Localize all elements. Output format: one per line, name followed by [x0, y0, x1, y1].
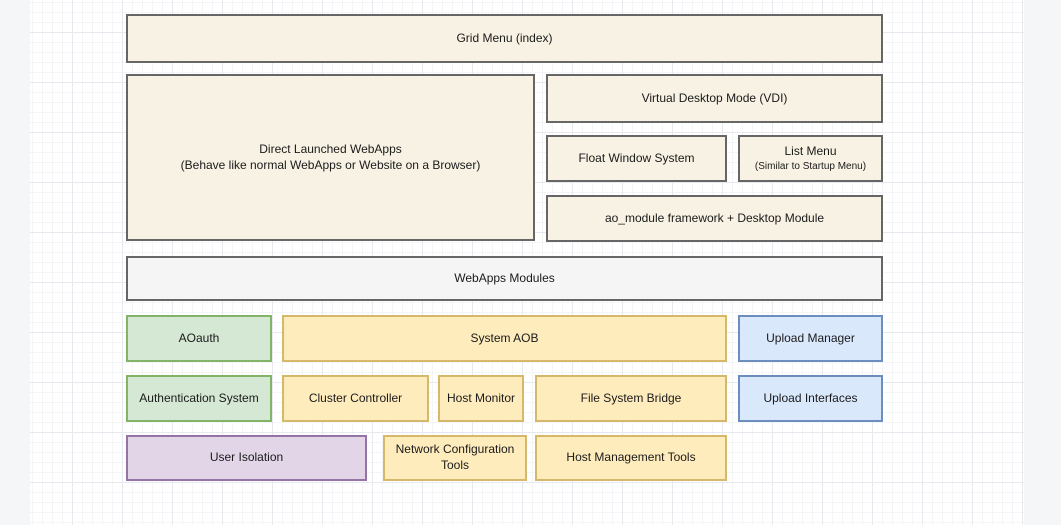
node-upload-interfaces-label: Upload Interfaces [763, 391, 857, 407]
node-grid-menu: Grid Menu (index) [126, 14, 883, 63]
node-user-isolation: User Isolation [126, 435, 367, 481]
node-webapps-modules-label: WebApps Modules [454, 271, 555, 287]
node-upload-manager-label: Upload Manager [766, 331, 855, 347]
node-host-monitor: Host Monitor [438, 375, 524, 422]
node-aoauth: AOauth [126, 315, 272, 362]
node-direct-launched-webapps-line2: (Behave like normal WebApps or Website o… [181, 158, 481, 174]
node-system-aob: System AOB [282, 315, 727, 362]
node-float-window-system: Float Window System [546, 135, 727, 182]
node-user-isolation-label: User Isolation [210, 450, 283, 466]
node-grid-menu-label: Grid Menu (index) [456, 31, 552, 47]
node-host-management-tools-label: Host Management Tools [566, 450, 695, 466]
node-upload-interfaces: Upload Interfaces [738, 375, 883, 422]
node-file-system-bridge: File System Bridge [535, 375, 727, 422]
node-direct-launched-webapps: Direct Launched WebApps (Behave like nor… [126, 74, 535, 241]
node-cluster-controller-label: Cluster Controller [309, 391, 402, 407]
node-virtual-desktop-mode: Virtual Desktop Mode (VDI) [546, 74, 883, 123]
node-webapps-modules: WebApps Modules [126, 256, 883, 301]
node-virtual-desktop-mode-label: Virtual Desktop Mode (VDI) [642, 91, 788, 107]
node-list-menu: List Menu (Similar to Startup Menu) [738, 135, 883, 182]
node-file-system-bridge-label: File System Bridge [581, 391, 682, 407]
node-network-configuration-tools-label: Network Configuration Tools [391, 442, 519, 473]
node-ao-module-framework: ao_module framework + Desktop Module [546, 195, 883, 242]
node-direct-launched-webapps-line1: Direct Launched WebApps [259, 142, 402, 158]
node-system-aob-label: System AOB [470, 331, 538, 347]
node-cluster-controller: Cluster Controller [282, 375, 429, 422]
node-ao-module-framework-label: ao_module framework + Desktop Module [605, 211, 824, 227]
node-network-configuration-tools: Network Configuration Tools [383, 435, 527, 481]
node-upload-manager: Upload Manager [738, 315, 883, 362]
node-host-management-tools: Host Management Tools [535, 435, 727, 481]
node-list-menu-title: List Menu [784, 144, 836, 160]
node-authentication-system-label: Authentication System [139, 391, 258, 407]
node-float-window-system-label: Float Window System [578, 151, 694, 167]
node-host-monitor-label: Host Monitor [447, 391, 515, 407]
node-aoauth-label: AOauth [179, 331, 220, 347]
diagram-canvas: Grid Menu (index) Direct Launched WebApp… [30, 0, 1024, 525]
node-authentication-system: Authentication System [126, 375, 272, 422]
node-list-menu-subtitle: (Similar to Startup Menu) [755, 160, 866, 173]
